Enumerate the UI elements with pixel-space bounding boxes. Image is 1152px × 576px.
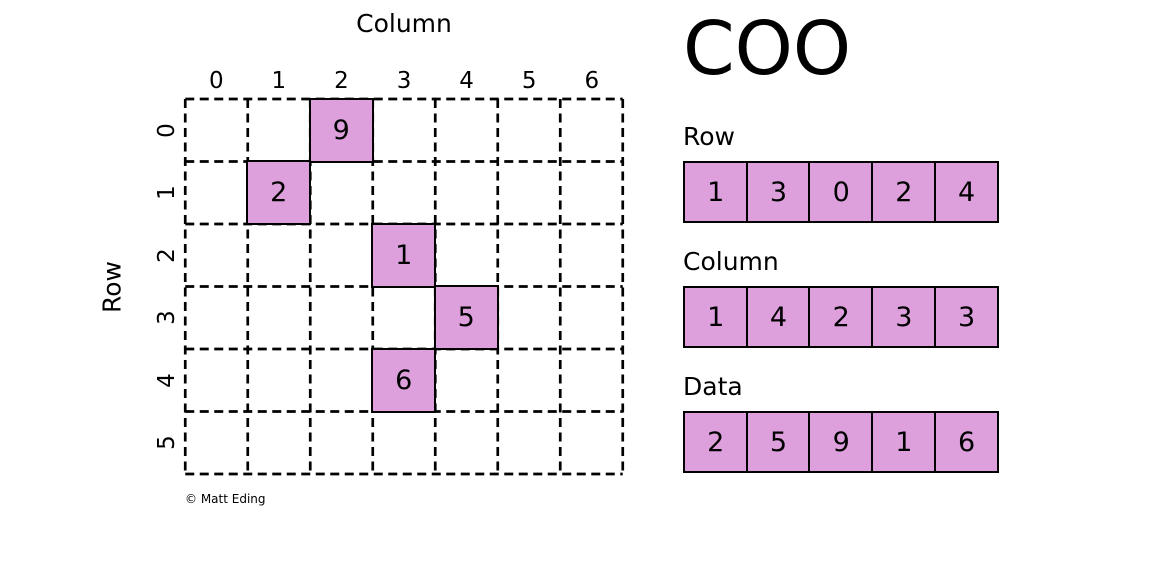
matrix-filled-cells: 9 2 1 5 6 — [185, 97, 623, 474]
column-tick-label: 0 — [208, 68, 224, 94]
data-array-cell: 5 — [745, 411, 812, 473]
column-axis-title: Column — [356, 9, 452, 38]
row-axis-title: Row — [97, 261, 127, 313]
data-array-cell: 1 — [871, 411, 937, 473]
column-array-cell: 3 — [871, 286, 937, 348]
column-array-cell: 4 — [745, 286, 812, 348]
column-tick-label: 4 — [459, 68, 474, 94]
data-array-cell: 9 — [808, 411, 874, 473]
column-tick-label: 5 — [521, 68, 537, 94]
row-array-cell: 4 — [933, 161, 1000, 223]
row-tick-label: 5 — [153, 435, 180, 451]
column-tick-label: 3 — [396, 68, 412, 94]
row-array-cell: 0 — [808, 161, 874, 223]
page-title: COO — [683, 6, 852, 92]
matrix-cell-value: 2 — [270, 177, 288, 209]
matrix-filled-cell: 5 — [433, 285, 499, 351]
matrix-cell-value: 5 — [457, 302, 475, 334]
row-tick-label: 2 — [153, 247, 180, 263]
column-tick-label: 2 — [334, 68, 349, 94]
matrix-cell-value: 1 — [395, 239, 413, 271]
matrix-filled-cell: 1 — [371, 222, 437, 288]
column-tick-labels: 0 1 2 3 4 5 6 — [185, 68, 623, 94]
column-array-cell: 2 — [808, 286, 874, 348]
row-tick-labels: 0 1 2 3 4 5 — [152, 99, 182, 474]
column-tick-label: 1 — [271, 68, 287, 94]
row-tick-label: 1 — [153, 185, 180, 201]
row-array-cell: 1 — [683, 161, 749, 223]
matrix-cell-value: 9 — [332, 114, 350, 146]
row-array-label: Row — [683, 122, 735, 151]
data-array-label: Data — [683, 372, 743, 401]
data-array-cell: 2 — [683, 411, 749, 473]
row-tick-label: 4 — [153, 372, 180, 388]
column-array-label: Column — [683, 247, 779, 276]
matrix-filled-cell: 6 — [371, 347, 437, 413]
matrix-filled-cell: 9 — [308, 97, 374, 163]
matrix-cell-value: 6 — [395, 364, 413, 396]
column-array-cell: 3 — [933, 286, 1000, 348]
row-array-cell: 2 — [871, 161, 937, 223]
row-tick-label: 0 — [153, 122, 180, 138]
column-tick-label: 6 — [584, 68, 600, 94]
column-array-cell: 1 — [683, 286, 749, 348]
credit-text: © Matt Eding — [185, 492, 266, 506]
data-array-cell: 6 — [933, 411, 1000, 473]
row-array-cell: 3 — [745, 161, 812, 223]
row-tick-label: 3 — [153, 310, 180, 326]
matrix-filled-cell: 2 — [246, 160, 312, 226]
